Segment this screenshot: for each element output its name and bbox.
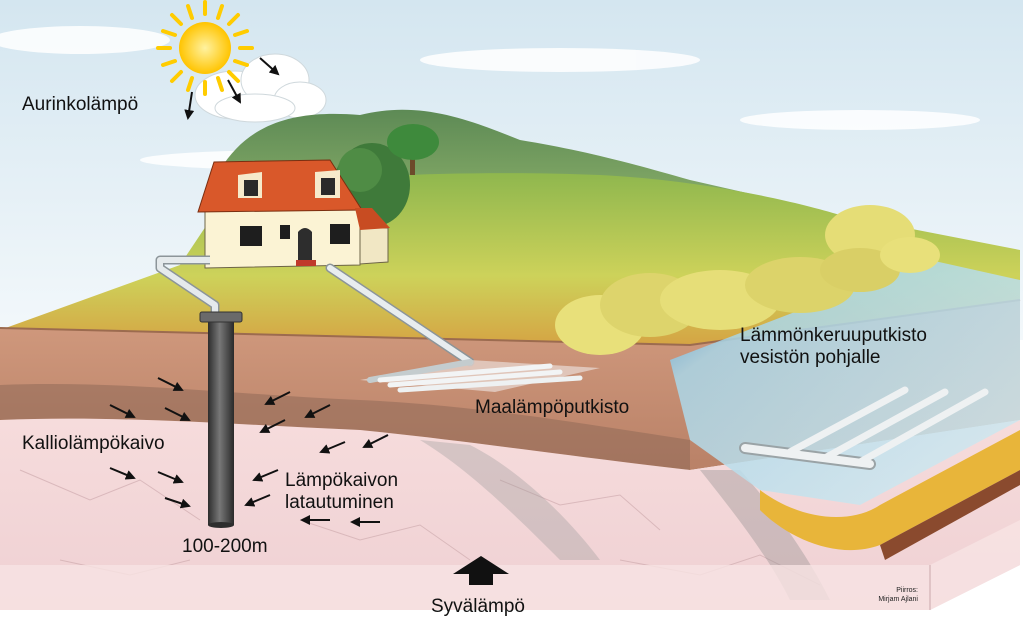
arrow-icon [109,467,136,480]
arrow-icon [164,497,191,509]
bush-icon [555,205,940,355]
arrow-icon [109,404,136,418]
arrow-icon [184,91,195,120]
house-icon [197,159,390,269]
label-depth: 100-200m [182,536,268,557]
arrow-icon [304,404,331,418]
arrow-icon [157,377,184,391]
label-kalliolampokaivo: Kalliolämpökaivo [22,433,165,454]
credit-line1: Piirros: [896,587,918,594]
arrow-icon [453,556,509,585]
arrow-icon [227,79,241,104]
sun-icon [156,0,254,96]
label-latautuminen-line1: Lämpökaivon [285,470,399,491]
arrow-icon [264,391,291,405]
label-lammonkeruu-line1: Lämmönkeruuputkisto [740,325,927,346]
arrow-icon [244,494,271,507]
lake-loop-pipes [739,386,989,470]
recharge-arrows [109,377,389,527]
label-latautuminen-line2: latautuminen [285,492,394,513]
label-lammonkeruu-line2: vesistön pohjalle [740,347,881,368]
arrow-icon [252,469,279,482]
tree-icon [387,124,439,175]
arrow-icon [362,434,389,448]
arrow-icon [319,441,346,454]
well [199,311,243,528]
arrow-icon [164,407,191,421]
ground-loop-pipes [360,359,600,393]
arrow-icon [259,57,280,76]
arrow-icon [259,419,286,433]
sun-arrows [184,57,280,120]
label-syvalampo: Syvälämpö [431,596,525,617]
label-aurinkolampo: Aurinkolämpö [22,94,139,115]
arrow-icon [157,471,184,484]
label-maalampoputkisto: Maalämpöputkisto [475,397,630,418]
credit-line2: Mirjam Ajlani [878,596,918,603]
lake-bed [760,430,1020,551]
